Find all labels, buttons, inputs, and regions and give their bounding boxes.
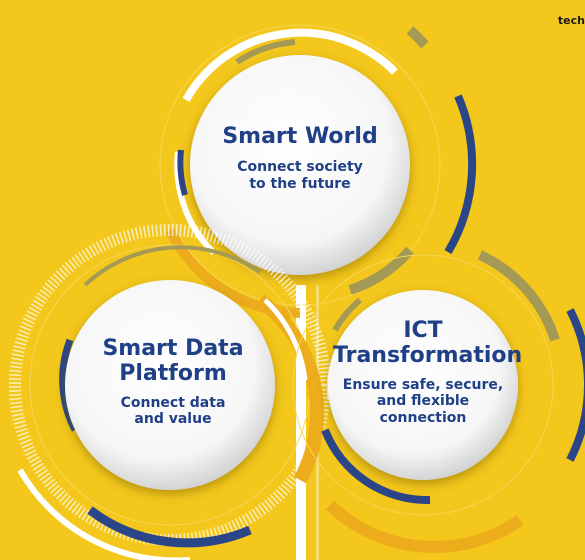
circle-subtitle: Connect data and value [78, 395, 268, 429]
circle-title-line: Transformation [333, 343, 523, 369]
circle-face-top [190, 55, 410, 275]
circle-label-ict-transformation: ICT Transformation Ensure safe, secure, … [333, 318, 522, 427]
circle-subtitle-line: Ensure safe, secure, [342, 376, 504, 393]
divider-line-left [296, 285, 306, 560]
circle-subtitle: Connect society to the future [205, 159, 395, 193]
circle-label-smart-data-platform: Smart Data Platform Connect data and val… [78, 336, 268, 428]
ring-arc-olive-left [83, 245, 262, 287]
ring-arc-olive-top-3 [406, 26, 429, 49]
ring-arc-olive-right [477, 250, 560, 342]
ring-arc-navy-top [444, 94, 477, 255]
corner-text: tech [557, 14, 585, 27]
circle-title-line: Smart Data [102, 336, 244, 361]
circle-subtitle: Ensure safe, secure, and flexible connec… [333, 377, 513, 427]
ring-arc-olive-top-2 [235, 39, 296, 65]
circle-face-left [65, 280, 275, 490]
ring-arc-white-top [182, 28, 398, 102]
ring-thin-right [292, 254, 554, 516]
circle-title-line: ICT [403, 318, 443, 343]
ring-hatched-left [9, 224, 331, 546]
circle-title: ICT Transformation [333, 318, 522, 369]
circle-title-line: Platform [119, 361, 227, 387]
circle-subtitle-line: Connect data [120, 394, 226, 411]
circle-face-right [328, 290, 518, 480]
ring-arc-navy-top-2 [177, 149, 188, 196]
ring-arc-white-left-2 [263, 298, 308, 381]
ring-arc-navy-right-2 [321, 428, 431, 505]
ring-arc-navy-left [59, 338, 79, 432]
circle-subtitle-line: connection [379, 410, 467, 427]
circle-subtitle-line: and flexible [376, 393, 470, 410]
ring-arc-navy-left-2 [87, 506, 252, 548]
ring-group-right [292, 250, 585, 553]
ring-arc-olive-top [348, 246, 414, 295]
circle-title: Smart World [222, 124, 378, 149]
ring-arc-olive-right-2 [332, 297, 362, 332]
circle-subtitle-line: and value [134, 411, 212, 428]
circle-title: Smart Data Platform [78, 336, 268, 387]
ring-arc-white-top-2 [174, 151, 217, 256]
ring-arc-navy-right [566, 308, 585, 462]
circle-subtitle-line: Connect society [237, 159, 363, 176]
circle-label-smart-world: Smart World Connect society to the futur… [205, 124, 395, 193]
ring-arc-orange-right [325, 500, 524, 553]
circle-subtitle-line: to the future [249, 176, 351, 193]
